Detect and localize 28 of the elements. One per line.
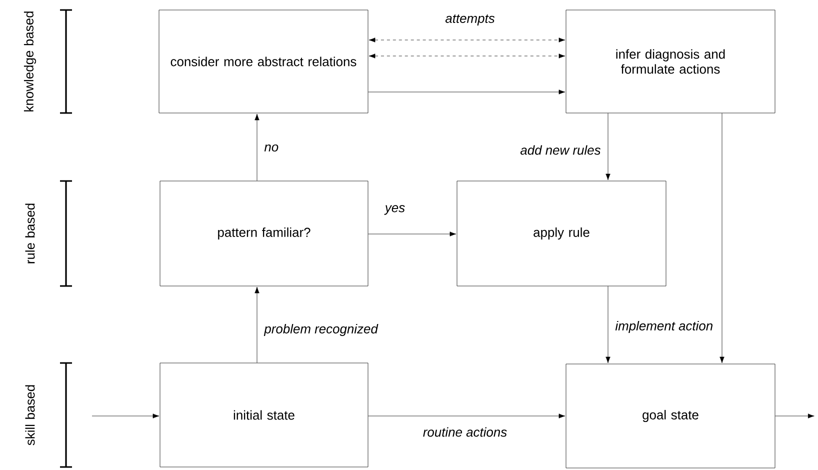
edge-label: implement action — [615, 320, 712, 334]
process-box: apply rule — [456, 180, 666, 286]
edge-label: add new rules — [520, 145, 601, 155]
level-label: rule based — [25, 204, 35, 264]
arrow — [368, 414, 566, 418]
edge-label: no — [264, 144, 278, 152]
arrow — [368, 90, 566, 94]
arrow — [606, 113, 610, 180]
edge-label: yes — [384, 205, 405, 215]
process-box: pattern familiar? — [160, 180, 368, 286]
arrow — [720, 113, 724, 364]
arrow — [368, 38, 566, 42]
arrow — [775, 414, 814, 418]
edge-label: routine actions — [423, 427, 507, 437]
process-box: infer diagnosis and formulate actions — [566, 10, 776, 114]
edge-label: problem recognized — [264, 324, 378, 336]
arrow — [368, 54, 566, 58]
process-box: goal state — [566, 364, 776, 468]
arrow — [254, 114, 260, 181]
arrow — [92, 414, 160, 418]
process-box: consider more abstract relations — [158, 10, 368, 114]
arrow — [606, 286, 610, 364]
level-label: skill based — [25, 385, 35, 446]
arrow — [368, 232, 456, 236]
arrow — [254, 286, 260, 363]
level-label: knowledge based — [24, 12, 36, 112]
edge-label: attempts — [445, 14, 495, 26]
process-box: initial state — [160, 362, 368, 468]
